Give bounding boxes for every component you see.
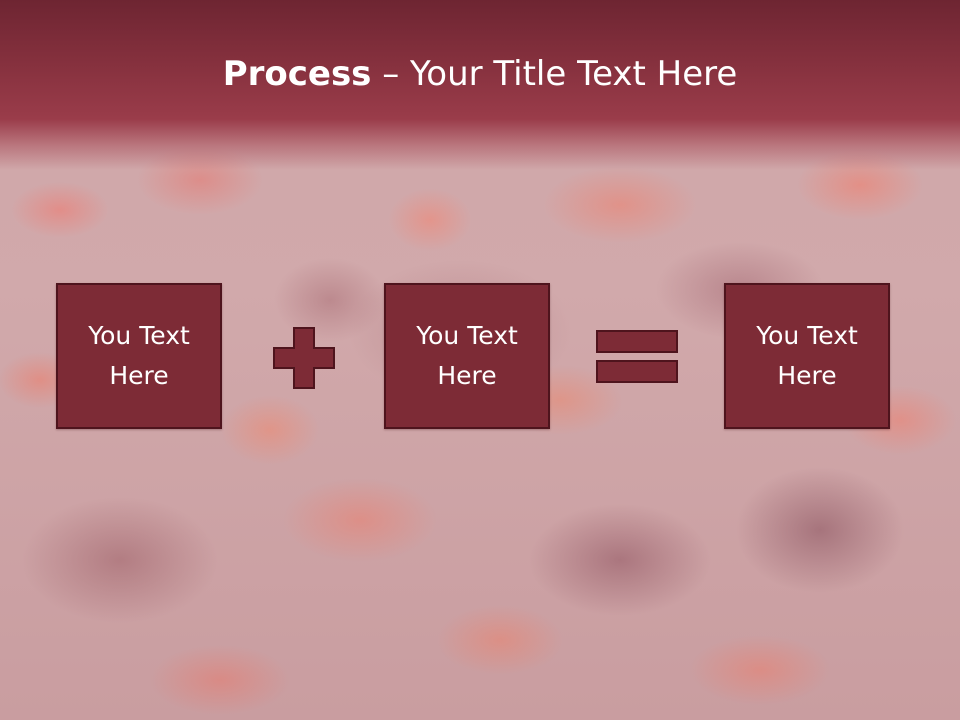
process-box-1[interactable]: You Text Here xyxy=(56,283,222,429)
process-box-2[interactable]: You Text Here xyxy=(384,283,550,429)
process-box-3[interactable]: You Text Here xyxy=(724,283,890,429)
plus-icon xyxy=(273,327,335,389)
process-box-2-text: You Text Here xyxy=(416,321,518,390)
title-bar xyxy=(0,0,960,170)
equals-icon xyxy=(596,330,678,383)
process-box-3-text: You Text Here xyxy=(756,321,858,390)
title-bold-text: Process xyxy=(222,54,372,94)
slide-title[interactable]: Process – Your Title Text Here xyxy=(0,52,960,96)
process-box-1-text: You Text Here xyxy=(88,321,190,390)
title-rest-text: – Your Title Text Here xyxy=(371,54,738,94)
